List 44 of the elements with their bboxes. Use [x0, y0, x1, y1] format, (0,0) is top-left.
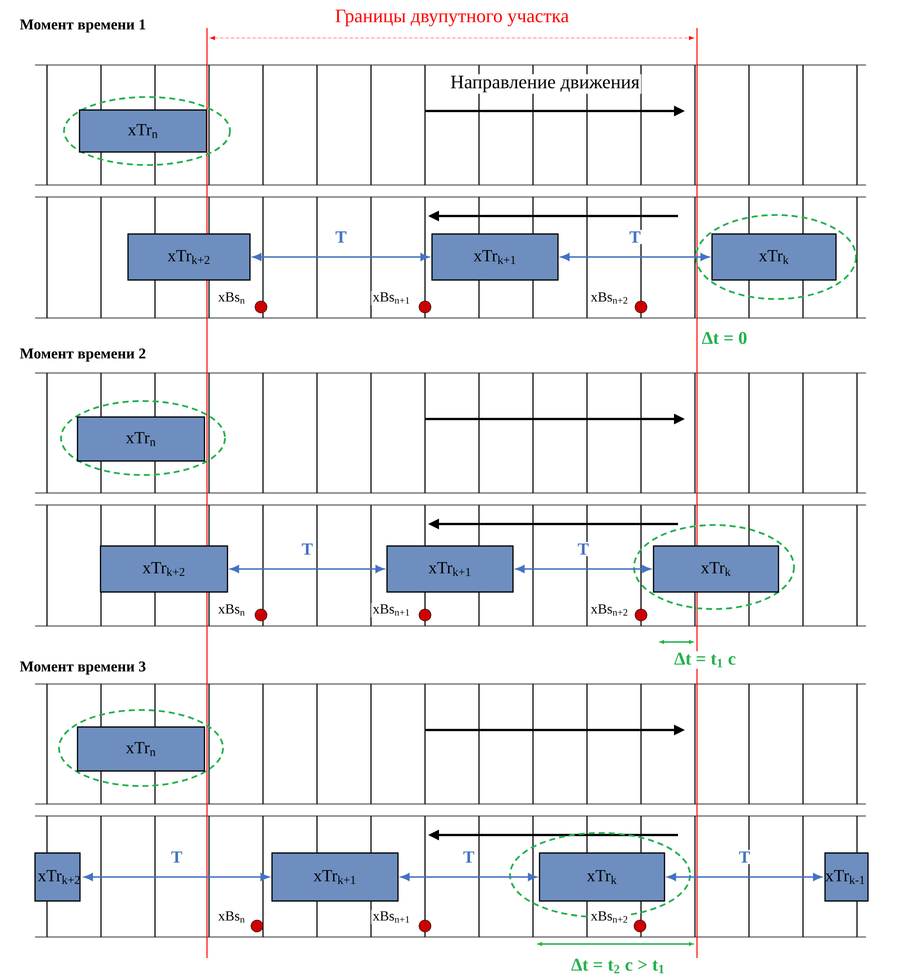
- interval-label: Δt = t$_{1}$ с: [672, 651, 738, 669]
- interval-label: Δt = t$_{2}$ с > t$_{1}$: [570, 957, 666, 975]
- train-box: xTr$_{k+1}$: [386, 545, 514, 593]
- boundary-label: Границы двупутного участка: [336, 10, 569, 26]
- train-box: xTr$_{k+2}$: [34, 852, 81, 902]
- arrow: [230, 565, 384, 573]
- signal-label: xBs$_{n+2}$: [589, 602, 630, 618]
- signal-label: xBs$_{n+1}$: [371, 290, 412, 306]
- direction-label: Направление движения: [448, 74, 642, 94]
- train-box: xTr$_{k+2}$: [127, 233, 251, 281]
- train-box: xTr$_{k}$: [652, 545, 780, 593]
- train-box: xTr$_{n}$: [76, 726, 206, 772]
- signal-label: xBs$_{n+1}$: [371, 910, 412, 924]
- arrow: [400, 873, 537, 881]
- train-box: xTr$_{k}$: [538, 852, 666, 902]
- edge-label: T: [302, 543, 313, 555]
- train-box: xTr$_{k-1}$: [824, 852, 869, 902]
- arrow: [84, 873, 270, 881]
- edge-label: T: [739, 851, 750, 863]
- train-box: xTr$_{k+1}$: [431, 233, 559, 281]
- time-heading: Момент времени 3: [20, 661, 146, 675]
- edge-label: T: [463, 851, 474, 863]
- arrow: [516, 565, 651, 573]
- train-box: xTr$_{k}$: [711, 233, 837, 281]
- arrow: [560, 253, 710, 261]
- signal-label: xBs$_{n+2}$: [589, 910, 630, 924]
- signal-label: xBs$_{n}$: [216, 602, 247, 618]
- signal-label: xBs$_{n+1}$: [371, 602, 412, 618]
- time-heading: Момент времени 1: [20, 19, 146, 33]
- signal-label: xBs$_{n}$: [216, 290, 247, 306]
- train-box: xTr$_{n}$: [76, 416, 206, 462]
- edge-label: T: [578, 543, 589, 555]
- edge-label: T: [336, 231, 346, 243]
- train-box: xTr$_{k+2}$: [100, 545, 228, 593]
- time-heading: Момент времени 2: [20, 348, 146, 362]
- signal-label: xBs$_{n}$: [216, 910, 247, 924]
- edge-label: T: [630, 231, 640, 243]
- arrow: [667, 873, 822, 881]
- train-box: xTr$_{k+1}$: [271, 852, 399, 902]
- edge-label: T: [171, 851, 182, 863]
- arrow: [252, 253, 430, 261]
- train-box: xTr$_{n}$: [78, 109, 208, 153]
- interval-label: Δt = 0: [700, 330, 749, 346]
- signal-label: xBs$_{n+2}$: [589, 290, 630, 306]
